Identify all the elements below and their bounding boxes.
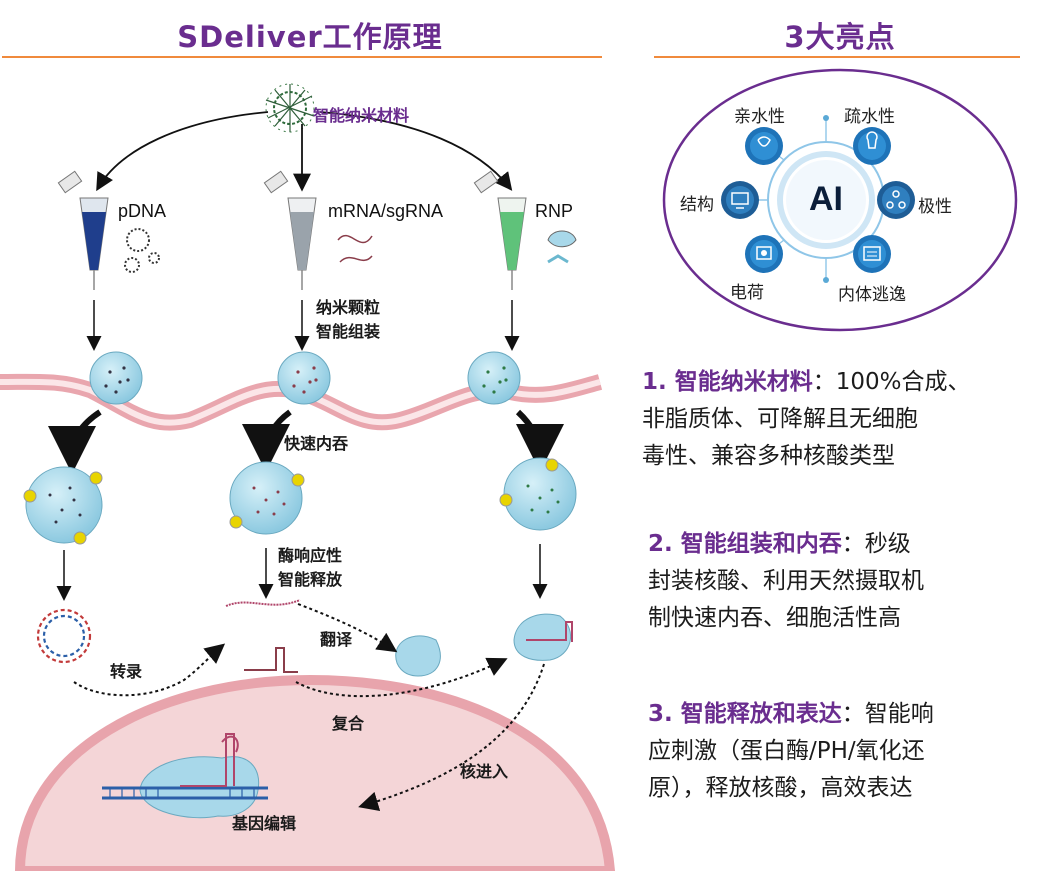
material-label: 智能纳米材料 [313,106,410,125]
mechanism-diagram [0,83,616,871]
right-title: 3大亮点 [784,20,896,54]
nanomaterial-icon [265,83,315,133]
nanoparticle [467,351,521,405]
ring-label-escape: 内体逃逸 [838,285,906,305]
nuclear-entry-label: 核进入 [460,762,509,781]
tube-pdna [57,170,109,290]
tube-rnp [473,170,527,290]
highlight-1: 1. 智能纳米材料：100%合成、 非脂质体、可降解且无细胞 毒性、兼容多种核酸… [642,369,971,469]
nanoparticle [89,351,143,405]
release-label: 酶响应性 智能释放 [278,546,343,589]
protein-icon [395,635,441,677]
ring-label-hydrophobic: 疏水性 [844,107,895,127]
sgrna-icon [244,647,298,673]
endosomal-escape-icon [853,235,891,273]
nanoparticle [277,351,331,405]
left-title-underline [2,56,602,58]
translation-label: 翻译 [320,630,353,649]
endosome-particle [23,466,103,545]
right-title-underline [654,56,1020,58]
ring-label-charge: 电荷 [730,283,764,303]
ai-center-label: AI [809,180,843,218]
endocytosis-label: 快速内吞 [284,434,349,453]
rnp-complex [513,613,573,661]
highlight-3: 3. 智能释放和表达：智能响 应刺激（蛋白酶/PH/氧化还 原），释放核酸，高效… [648,701,934,801]
endosome-particle [229,461,305,535]
nucleus [14,674,616,871]
polarity-icon [877,181,915,219]
dna-plasmid-icon [36,608,92,664]
cargo-mrna-label: mRNA/sgRNA [328,201,444,221]
gene-editing-complex [102,733,268,819]
rna-icon [337,234,373,263]
tube-mrna [263,170,317,290]
structure-icon [721,181,759,219]
gene-editing-label: 基因编辑 [232,814,297,833]
charge-icon [745,235,783,273]
rnp-icon [547,230,577,264]
ring-label-hydrophilic: 亲水性 [734,107,785,127]
endosome-particle [499,457,577,531]
ring-label-structure: 结构 [680,195,714,215]
cargo-pdna-label: pDNA [118,201,167,221]
mrna-strand [225,599,301,607]
assembly-label: 纳米颗粒 智能组装 [316,298,381,341]
transcription-label: 转录 [110,662,143,681]
complex-label: 复合 [332,714,365,733]
hydrophobic-icon [853,127,891,165]
left-title: SDeliver工作原理 [177,20,443,54]
highlight-2: 2. 智能组装和内吞：秒级 封装核酸、利用天然摄取机 制快速内吞、细胞活性高 [648,531,924,631]
cargo-rnp-label: RNP [535,201,574,221]
ring-label-polarity: 极性 [918,197,952,217]
hydrophilic-icon [745,127,783,165]
plasmid-icon [124,228,160,273]
